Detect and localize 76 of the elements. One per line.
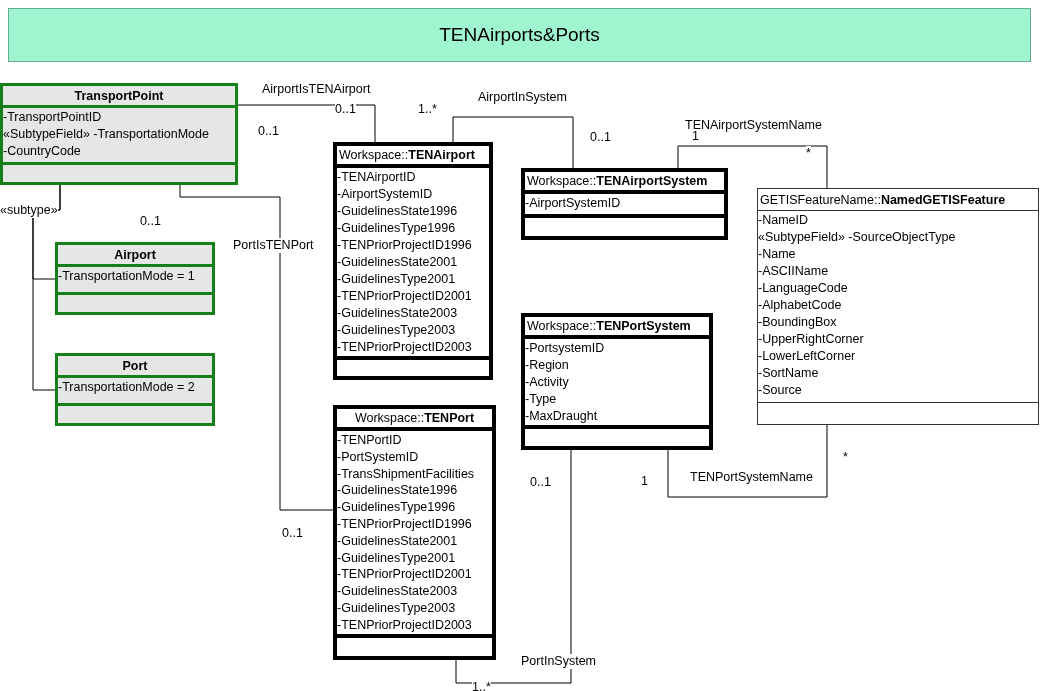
- association-line: [677, 145, 828, 189]
- attribute-text: «SubtypeField» -TransportationMode: [3, 126, 209, 143]
- multiplicity-label: 1..*: [472, 680, 491, 691]
- attribute-text: -AlphabetCode: [758, 297, 842, 314]
- edge-label: AirportInSystem: [478, 90, 567, 105]
- attribute-text: -GuidelinesType2001: [337, 271, 456, 288]
- attribute-text: -TransShipmentFacilities: [337, 465, 475, 483]
- class-box: [333, 405, 496, 660]
- attribute-text: -CountryCode: [3, 143, 81, 160]
- attribute-text: -GuidelinesState1996: [337, 203, 458, 220]
- attribute-text: -TENPriorProjectID1996: [337, 516, 472, 533]
- attribute-text: -Activity: [525, 374, 569, 391]
- attribute-text: -TransportationMode = 2: [58, 379, 195, 396]
- edge-label: «subtype»: [0, 203, 58, 218]
- attribute-text: -TENPriorProjectID2003: [337, 616, 472, 634]
- attribute-text: -MaxDraught: [525, 408, 598, 425]
- attribute-text: -TENPriorProjectID2001: [337, 288, 472, 305]
- attribute-text: -LanguageCode: [758, 280, 848, 297]
- attribute-text: -GuidelinesState1996: [337, 482, 458, 500]
- class-name: Workspace::TENAirportSystem: [527, 173, 708, 189]
- edge-label: PortIsTENPort: [233, 238, 314, 253]
- edge-label: PortInSystem: [521, 654, 597, 669]
- association-line: [455, 449, 572, 684]
- attribute-text: -ASCIIName: [758, 263, 829, 280]
- class-name: Workspace::TENPortSystem: [527, 318, 691, 334]
- attribute-text: -GuidelinesType2003: [337, 322, 456, 339]
- attribute-text: -TENPriorProjectID1996: [337, 237, 472, 254]
- attribute-text: -GuidelinesType2001: [337, 549, 456, 567]
- attribute-text: -PortsystemID: [525, 340, 605, 357]
- attribute-text: -GuidelinesType1996: [337, 499, 456, 516]
- attribute-text: -Type: [525, 391, 557, 408]
- class-box: [333, 142, 493, 380]
- attribute-text: -Source: [758, 382, 802, 399]
- attribute-text: -Name: [758, 246, 796, 263]
- attribute-text: -AirportSystemID: [525, 195, 621, 212]
- attribute-text: -GuidelinesType1996: [337, 220, 456, 237]
- class-name: TransportPoint: [74, 87, 164, 104]
- class-name: Airport: [114, 246, 156, 263]
- attribute-text: -GuidelinesState2001: [337, 532, 458, 550]
- attribute-text: -NameID: [758, 212, 808, 229]
- class-box: [0, 83, 238, 185]
- association-line: [452, 116, 574, 169]
- edge-label: TENAirportSystemName: [685, 118, 822, 133]
- attribute-text: -GuidelinesState2001: [337, 254, 458, 271]
- class-name: GETISFeatureName::NamedGETISFeature: [760, 191, 1006, 208]
- attribute-text: -TransportPointID: [3, 109, 102, 126]
- attribute-text: -TENAirportID: [337, 169, 416, 186]
- edge-label: TENPortSystemName: [690, 470, 813, 485]
- attribute-text: -PortSystemID: [337, 448, 419, 466]
- class-box: [55, 242, 215, 315]
- association-line: [667, 424, 828, 498]
- attribute-text: -UpperRightCorner: [758, 331, 864, 348]
- attribute-text: -GuidelinesType2003: [337, 599, 456, 617]
- attribute-text: -TENPortID: [337, 432, 402, 449]
- attribute-text: -Region: [525, 357, 569, 374]
- attribute-text: -LowerLeftCorner: [758, 348, 856, 365]
- association-line: [179, 184, 334, 511]
- attribute-text: -TENPriorProjectID2003: [337, 339, 472, 356]
- attribute-text: -AirportSystemID: [337, 186, 433, 203]
- attribute-text: -BoundingBox: [758, 314, 837, 331]
- attribute-text: -TransportationMode = 1: [58, 268, 195, 285]
- class-name: Workspace::TENAirport: [339, 147, 475, 163]
- attribute-text: «SubtypeField» -SourceObjectType: [758, 229, 956, 246]
- class-box: [521, 313, 713, 450]
- title-banner: TENAirports&Ports: [8, 8, 1031, 62]
- class-name: Workspace::TENPort: [354, 410, 475, 426]
- class-box: [521, 168, 728, 240]
- attribute-text: -SortName: [758, 365, 819, 382]
- attribute-text: -GuidelinesState2003: [337, 583, 458, 600]
- association-line: [237, 104, 376, 143]
- attribute-text: -TENPriorProjectID2001: [337, 566, 472, 584]
- edge-label: AirportIsTENAirport: [262, 82, 371, 97]
- class-box: [55, 353, 215, 426]
- class-name: Port: [122, 357, 148, 374]
- attribute-text: -GuidelinesState2003: [337, 305, 458, 322]
- class-box: [757, 188, 1039, 425]
